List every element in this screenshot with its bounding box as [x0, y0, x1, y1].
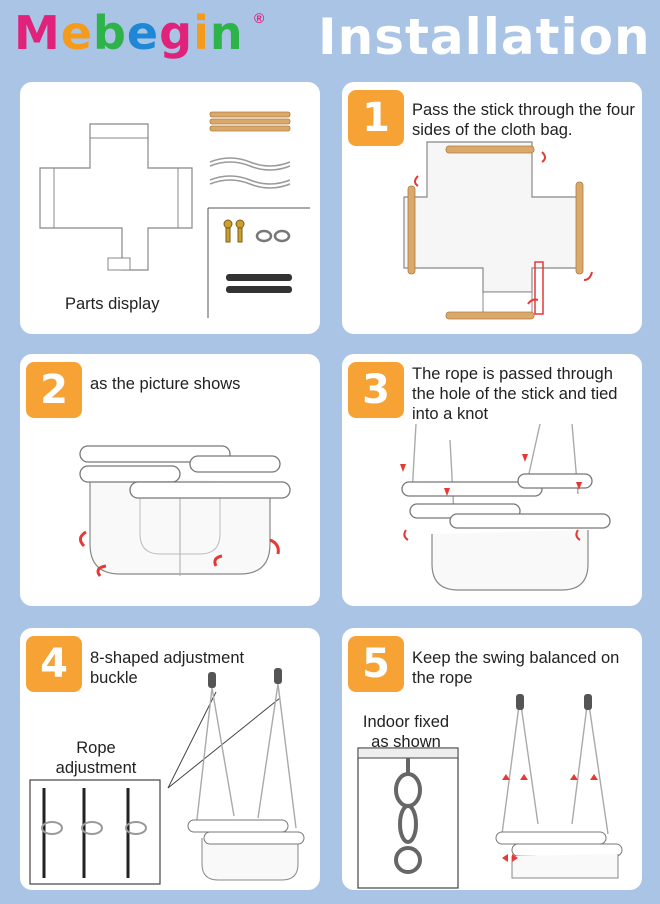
indoor-fixed-label: Indoor fixed as shown	[362, 713, 450, 751]
step-instruction: The rope is passed through the hole of t…	[412, 365, 618, 423]
step-number: 3	[348, 362, 404, 418]
step-2-panel: 2 as the picture shows	[20, 354, 320, 606]
step-instruction: Pass the stick through the four sides of…	[412, 101, 635, 139]
brand-letter: e	[126, 6, 160, 60]
step-instruction: 8-shaped adjustment buckle	[90, 649, 245, 687]
parts-illustration	[39, 111, 310, 318]
brand-letter: b	[92, 6, 127, 60]
step-5-illustration	[357, 694, 623, 889]
step-1-panel: 1 Pass the stick through the four sides …	[342, 82, 642, 334]
brand-letter: e	[60, 6, 93, 60]
step-number: 1	[348, 90, 404, 146]
step-3-illustration	[400, 423, 611, 591]
step-instruction: as the picture shows	[90, 375, 241, 393]
step-instruction: Keep the swing balanced on the rope	[412, 649, 620, 687]
rope-adjustment-label: Rope adjustment	[55, 739, 137, 777]
step-3-panel: 3 The rope is passed through the hole of…	[342, 354, 642, 606]
header: Mebegin ® Installation	[0, 0, 660, 80]
registered-mark: ®	[254, 10, 265, 26]
brand-letter: M	[14, 6, 61, 60]
step-4-illustration	[29, 668, 305, 885]
parts-panel: Parts display	[20, 82, 320, 334]
step-4-panel: 4 8-shaped adjustment buckle Rope adjust…	[20, 628, 320, 890]
step-number: 5	[348, 636, 404, 692]
step-1-illustration	[403, 141, 593, 320]
brand-logo: Mebegin	[14, 6, 244, 60]
brand-letter: i	[193, 6, 210, 60]
page-title: Installation	[318, 8, 651, 66]
brand-letter: g	[159, 6, 194, 60]
parts-caption: Parts display	[65, 295, 160, 313]
step-number: 4	[26, 636, 82, 692]
step-2-illustration	[79, 445, 291, 577]
step-5-panel: 5 Keep the swing balanced on the rope In…	[342, 628, 642, 890]
brand-letter: n	[209, 6, 244, 60]
step-number: 2	[26, 362, 82, 418]
